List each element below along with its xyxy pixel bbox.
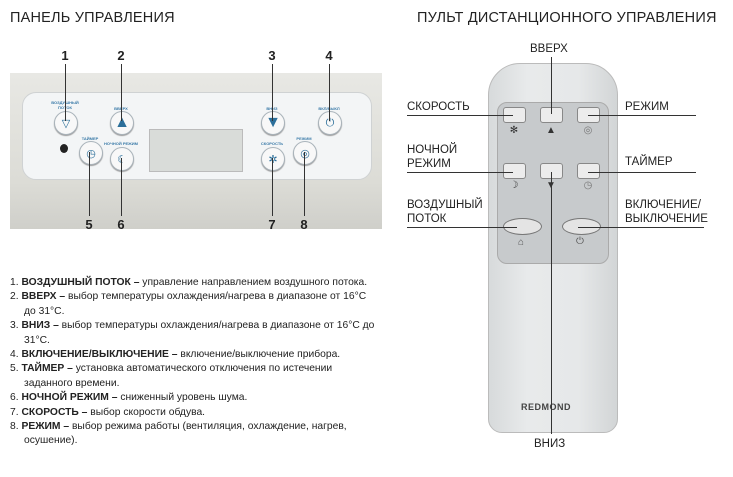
airflow-button[interactable]: ▽ [54, 111, 78, 135]
list-item: 2. ВВЕРХ – выбор температуры охлаждения/… [10, 291, 367, 317]
moon-icon: ☽ [509, 180, 519, 191]
label-airflow-2: ПОТОК [407, 213, 447, 225]
label-mode: РЕЖИМ [625, 101, 669, 113]
list-item: 1. ВОЗДУШНЫЙ ПОТОК – управление направле… [10, 277, 368, 288]
timer-icon: ◷ [583, 180, 593, 191]
callout-8: 8 [300, 217, 308, 232]
remote-timer-button[interactable] [577, 163, 600, 179]
airflow-icon: ⌂ [517, 237, 525, 248]
label-airflow-1: ВОЗДУШНЫЙ [407, 199, 483, 211]
label-speed: СКОРОСТЬ [407, 101, 470, 113]
callout-6: 6 [117, 217, 125, 232]
callout-5: 5 [85, 217, 93, 232]
callout-4: 4 [325, 48, 333, 63]
label-power-2: ВЫКЛЮЧЕНИЕ [625, 213, 708, 225]
fan-icon: ✲ [268, 153, 278, 166]
down-button-label: ВНИЗ [252, 106, 292, 111]
list-item: 5. ТАЙМЕР – установка автоматического от… [10, 363, 333, 389]
sensor-icon [60, 144, 68, 153]
list-item: 6. НОЧНОЙ РЕЖИМ – сниженный уровень шума… [10, 392, 248, 404]
up-button-label: ВВЕРХ [101, 106, 141, 111]
power-button[interactable]: ⏻ [318, 111, 342, 135]
label-up: ВВЕРХ [530, 43, 568, 55]
lcd-display [149, 129, 243, 172]
speed-button-label: СКОРОСТЬ [260, 141, 284, 146]
mode-button-label: РЕЖИМ [296, 136, 312, 141]
label-night-2: РЕЖИМ [407, 158, 451, 170]
callout-3: 3 [268, 48, 276, 63]
night-mode-button[interactable]: ☾ [110, 147, 134, 171]
panel-title: ПАНЕЛЬ УПРАВЛЕНИЯ [10, 10, 175, 26]
moon-icon: ☾ [117, 153, 127, 166]
arrow-up-icon: ▲ [546, 125, 556, 136]
night-button-label: НОЧНОЙ РЕЖИМ [104, 141, 138, 146]
arrow-up-icon: ▲ [114, 114, 130, 131]
power-icon: ⏻ [325, 116, 335, 129]
mode-icon: ◎ [583, 125, 593, 136]
list-item: 7. СКОРОСТЬ – выбор скорости обдува. [10, 406, 206, 418]
mode-button[interactable]: ◎ [293, 141, 317, 165]
remote-airflow-button[interactable] [503, 218, 542, 235]
callout-1: 1 [61, 48, 69, 63]
callout-7: 7 [268, 217, 276, 232]
list-item: 4. ВКЛЮЧЕНИЕ/ВЫКЛЮЧЕНИЕ – включение/выкл… [10, 349, 341, 361]
power-icon: ⏻ [576, 236, 584, 247]
list-item: 8. РЕЖИМ – выбор режима работы (вентиляц… [10, 421, 347, 447]
clock-icon: ◷ [86, 147, 96, 160]
label-power-1: ВКЛЮЧЕНИЕ/ [625, 199, 701, 211]
list-item: 3. ВНИЗ – выбор температуры охлаждения/н… [10, 320, 375, 346]
up-button[interactable]: ▲ [110, 111, 134, 135]
airflow-icon: ▽ [61, 117, 71, 130]
remote-power-button[interactable] [562, 218, 601, 235]
label-down: ВНИЗ [534, 438, 566, 450]
timer-button-label: ТАЙМЕР [81, 136, 99, 141]
remote-night-button[interactable] [503, 163, 526, 179]
down-button[interactable]: ▼ [261, 111, 285, 135]
arrow-down-icon: ▼ [265, 114, 281, 131]
speed-button[interactable]: ✲ [261, 147, 285, 171]
callout-2: 2 [117, 48, 125, 63]
remote-button-pad [497, 102, 609, 264]
fan-icon: ✻ [509, 125, 519, 136]
label-night-1: НОЧНОЙ [407, 144, 458, 156]
brand-logo: REDMOND [521, 402, 571, 412]
remote-title: ПУЛЬТ ДИСТАНЦИОННОГО УПРАВЛЕНИЯ [417, 10, 717, 26]
function-list: 1. ВОЗДУШНЫЙ ПОТОК – управление направле… [10, 276, 380, 449]
timer-button[interactable]: ◷ [79, 141, 103, 165]
label-timer: ТАЙМЕР [625, 156, 673, 168]
